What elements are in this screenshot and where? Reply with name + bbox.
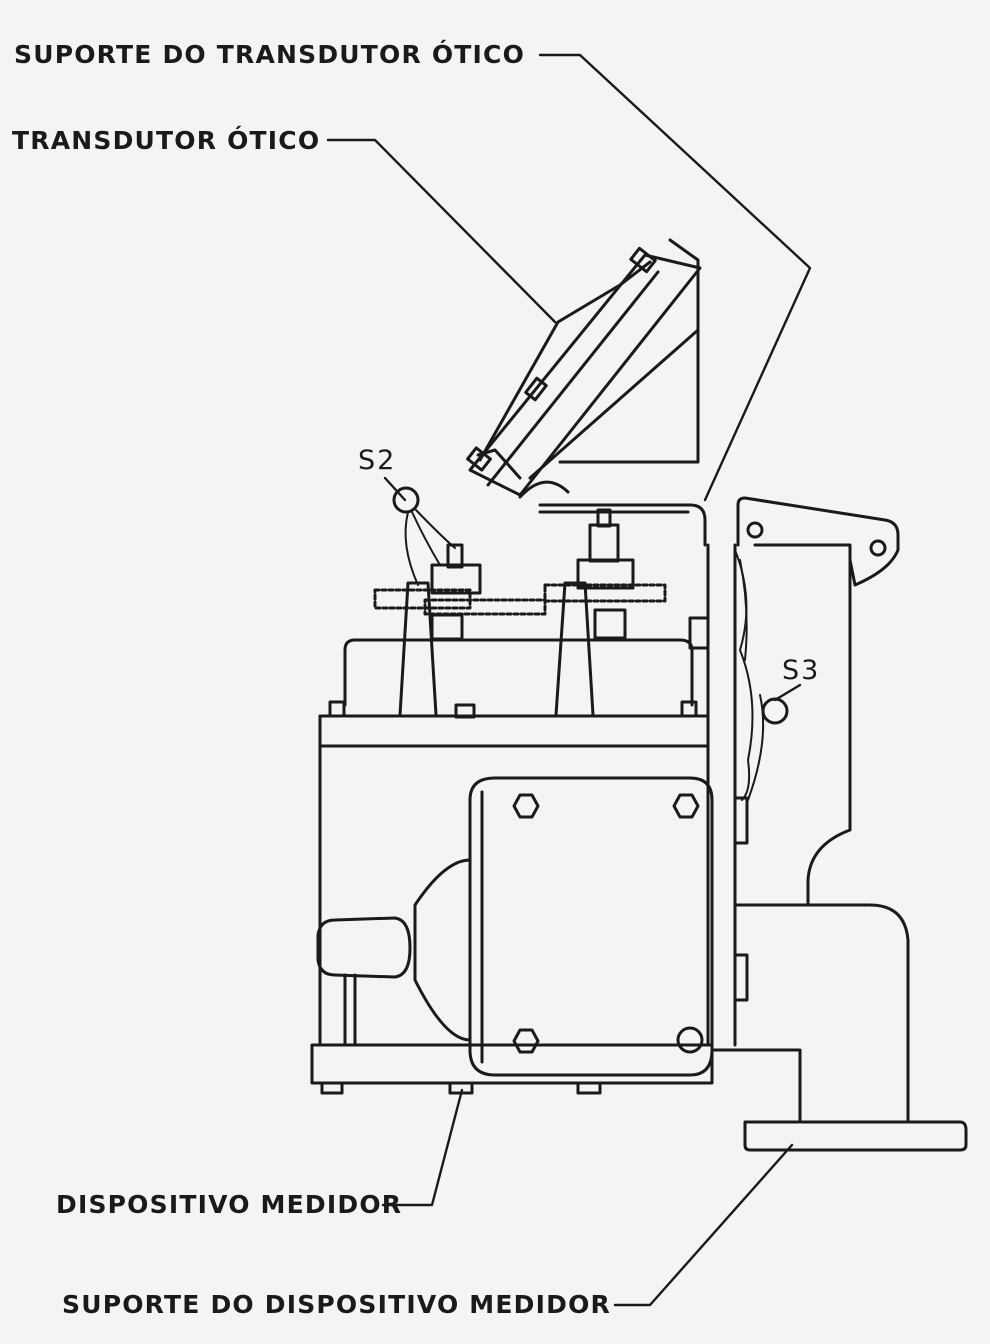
measuring-device-support [710,496,968,1152]
sensor-label-s2: S2 [358,445,397,476]
shaft-left [398,581,438,717]
label-measuring-device-support: SUPORTE DO DISPOSITIVO MEDIDOR [62,1290,611,1319]
support-base [743,1120,968,1152]
housing-body [318,744,710,1047]
label-optical-transducer: TRANSDUTOR ÓTICO [12,126,321,155]
label-optical-transducer-support: SUPORTE DO TRANSDUTOR ÓTICO [14,40,526,69]
gear-2 [423,598,547,616]
leader-lines [326,53,812,1307]
bolt-1 [512,793,540,819]
housing-base [310,1043,714,1085]
label-measuring-device: DISPOSITIVO MEDIDOR [56,1190,403,1219]
cover-plate [468,776,714,1077]
support-column [753,543,910,1122]
sensor-s2 [392,486,420,514]
leader-transducer-support [538,53,812,502]
gear-3 [543,583,667,603]
bolt-2 [672,793,700,819]
transducer-body [468,253,702,497]
optical-transducer-assembly [466,238,707,547]
sensor-label-s3: S3 [782,655,821,686]
measuring-device [310,543,749,1095]
leader-s2 [383,476,407,502]
leader-transducer [326,138,557,324]
gear-train [373,508,667,717]
sensor-s3 [761,697,789,725]
input-shaft [316,916,412,979]
shaft-right [554,581,595,717]
bolt-4 [676,1026,704,1054]
housing-top-plate [318,714,710,748]
cone-boss [413,858,472,1042]
leader-measuring-device [381,1088,464,1207]
leader-measuring-support [613,1143,794,1307]
transducer-bracket [558,238,700,464]
bolt-3 [512,1028,540,1054]
leader-s3 [773,683,802,702]
wiring [404,509,765,801]
transducer-cover [478,260,652,462]
support-flange-top [736,496,900,587]
support-plate [538,503,707,547]
